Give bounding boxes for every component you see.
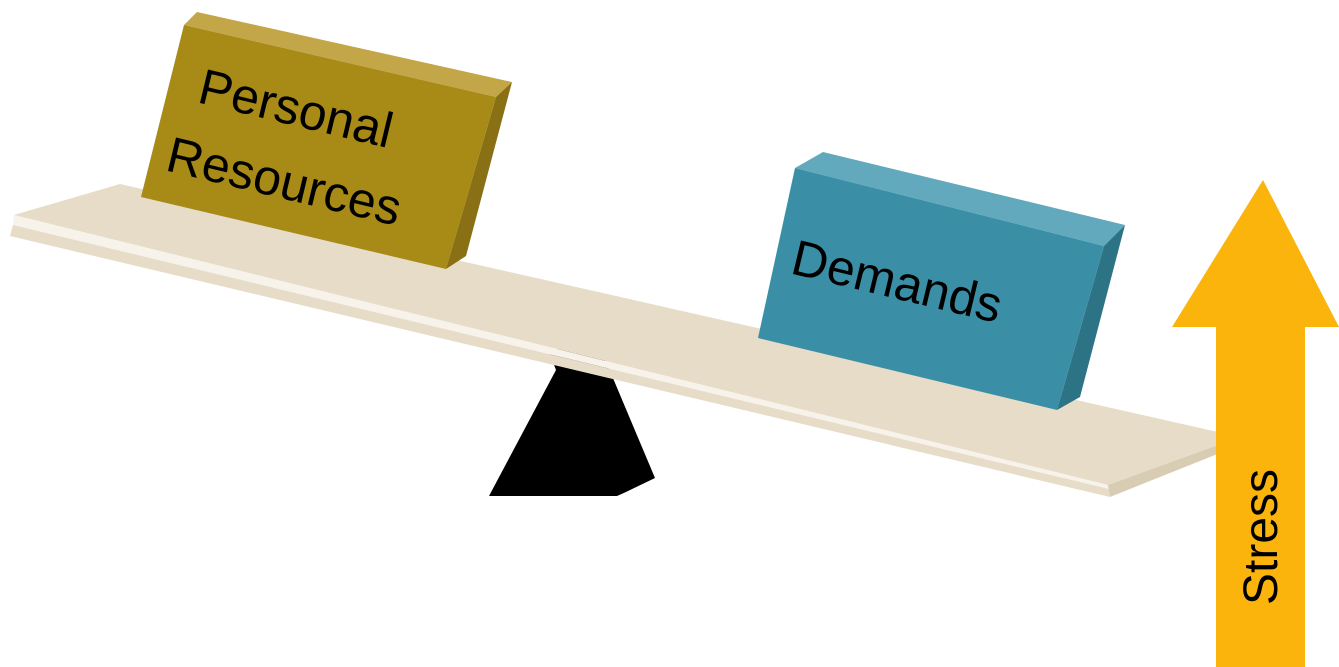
- fulcrum: [489, 345, 655, 496]
- fulcrum-shape: [489, 345, 655, 496]
- stress-arrow: Stress: [1172, 180, 1339, 667]
- block-left-side: [446, 82, 512, 269]
- block-right-front: [758, 168, 1104, 410]
- plank-top: [14, 184, 1240, 485]
- demands-block: Demands: [758, 152, 1125, 410]
- stress-arrow-label: Stress: [1235, 469, 1288, 605]
- block-left-front: [141, 25, 496, 269]
- seesaw-plank: [10, 184, 1240, 497]
- block-right-side: [1057, 225, 1125, 410]
- block-right-top: [795, 152, 1125, 246]
- plank-highlight: [13, 215, 1109, 489]
- stress-arrow-shape: [1172, 180, 1339, 667]
- plank-end-face: [1108, 437, 1240, 497]
- block-left-top: [184, 12, 512, 97]
- plank-front-edge: [10, 225, 1110, 497]
